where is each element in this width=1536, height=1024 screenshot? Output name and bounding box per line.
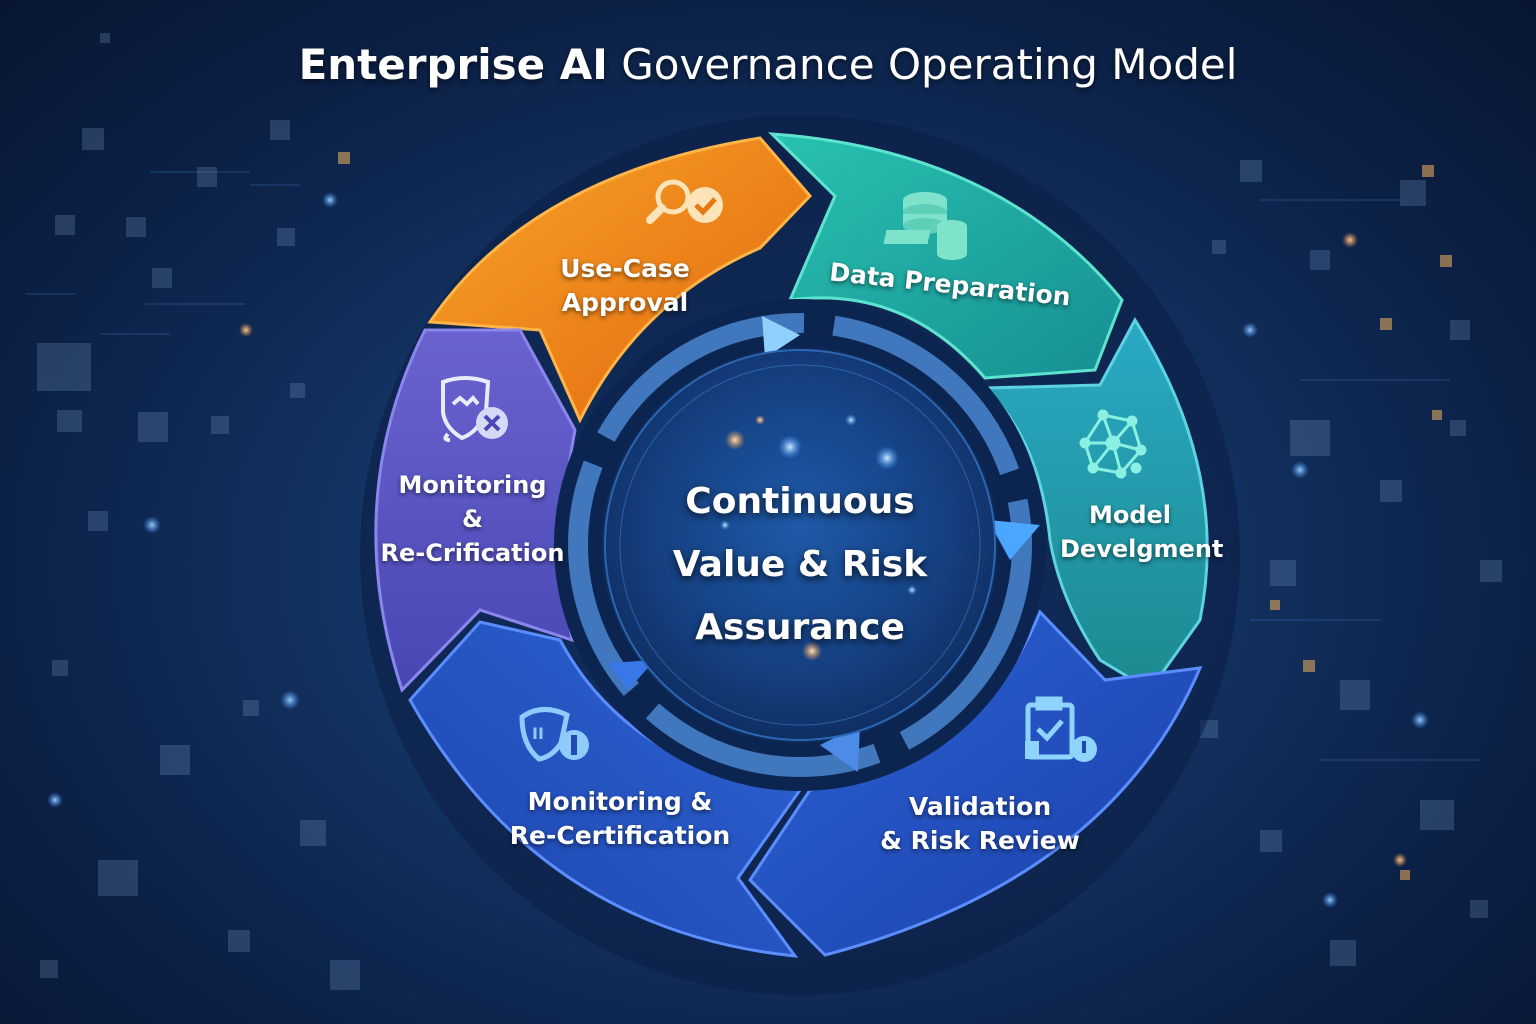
magnifier-check-icon bbox=[646, 179, 723, 224]
title-bold: Enterprise AI bbox=[298, 40, 608, 89]
inner-arrow-head-left bbox=[608, 660, 655, 690]
center-inner-rim bbox=[619, 364, 981, 726]
shield-alert-icon: II bbox=[519, 707, 589, 762]
neural-network-icon bbox=[1079, 409, 1147, 479]
center-circle bbox=[604, 349, 996, 741]
inner-arrow-head-top bbox=[762, 316, 800, 358]
svg-text:II: II bbox=[532, 724, 544, 743]
label-monitoring-recrification-left: Monitoring & Re-Crification bbox=[380, 471, 565, 567]
label-use-case-approval: Use-Case Approval bbox=[560, 254, 690, 317]
label-validation-risk-review: Validation & Risk Review bbox=[880, 792, 1080, 855]
label-monitoring-recertification-bottom: Monitoring & Re-Certification bbox=[509, 787, 731, 850]
center-label: Continuous Value & Risk Assurance bbox=[672, 481, 928, 648]
segment-model-development[interactable] bbox=[981, 317, 1209, 692]
center-glow-dots bbox=[720, 414, 917, 661]
inner-arrow-head-right bbox=[988, 520, 1040, 560]
database-stack-icon bbox=[883, 192, 967, 260]
shield-x-icon bbox=[441, 376, 508, 442]
page-title: Enterprise AI Governance Operating Model bbox=[0, 40, 1536, 89]
clipboard-check-clock-icon bbox=[1025, 696, 1097, 762]
inner-arrow-head-bottom bbox=[820, 725, 860, 772]
label-model-development: Model Develgment bbox=[1060, 501, 1224, 563]
title-light: Governance Operating Model bbox=[607, 40, 1238, 89]
